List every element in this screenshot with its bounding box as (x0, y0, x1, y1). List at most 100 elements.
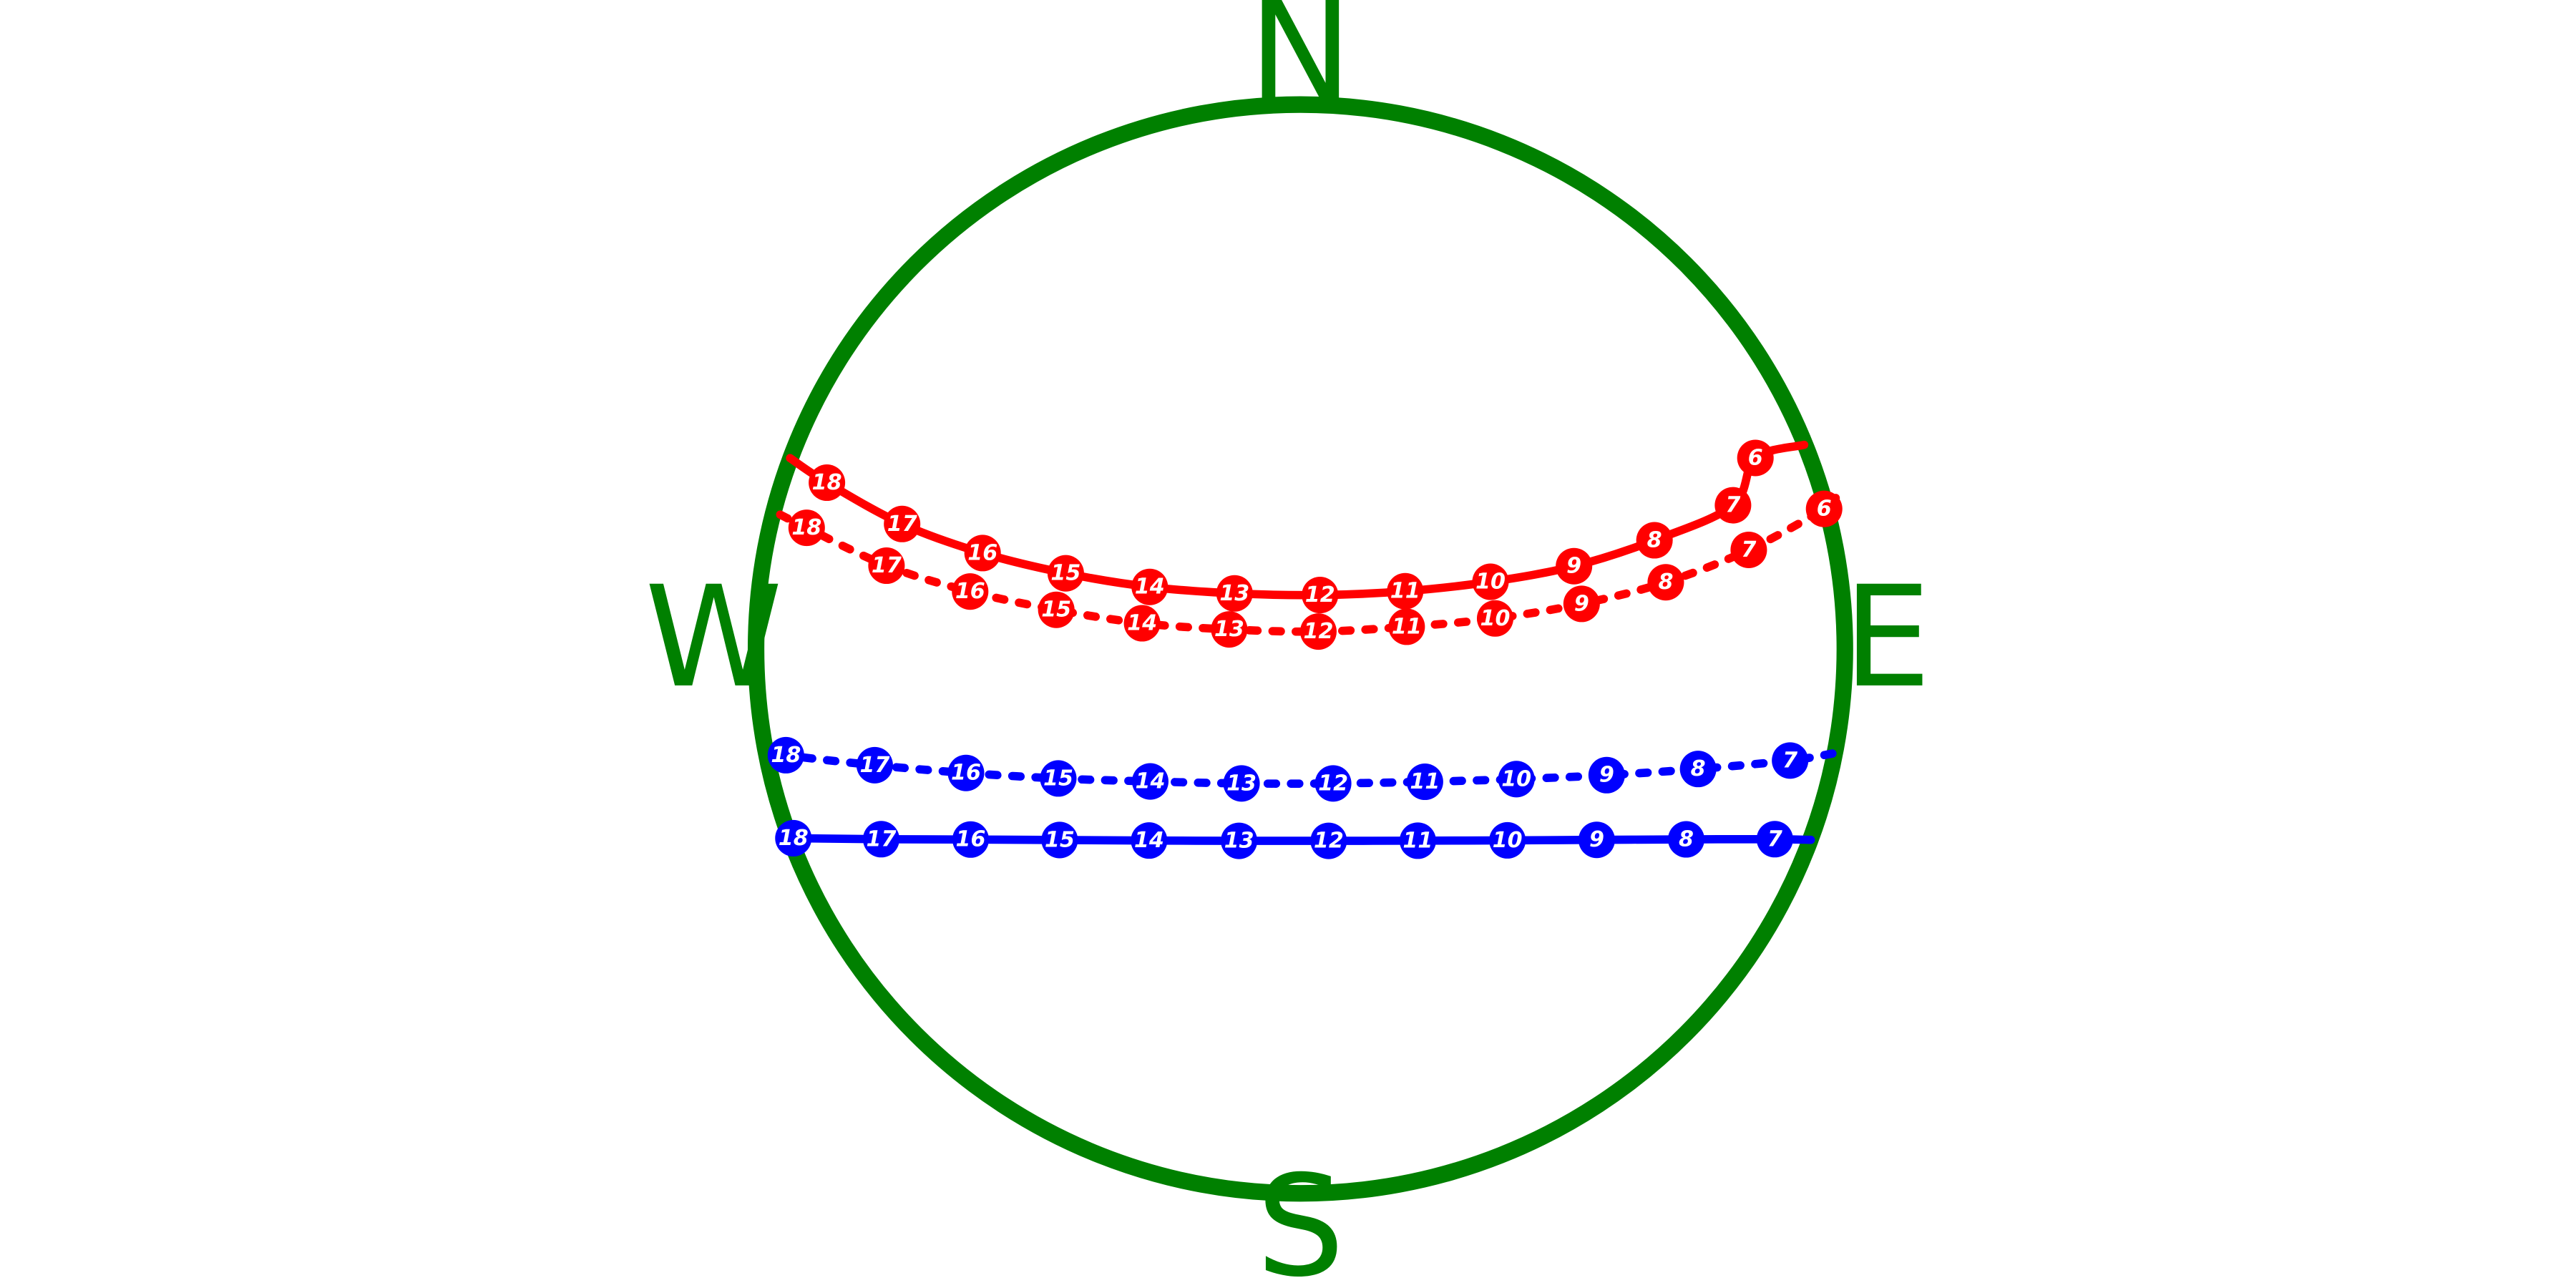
hour-marker-label: 9 (1574, 591, 1589, 616)
hour-marker-label: 18 (791, 515, 821, 540)
hour-marker-label: 17 (872, 553, 902, 578)
hour-marker-dot (856, 746, 893, 784)
hour-marker-dot (809, 464, 846, 502)
hour-marker-blue-solid-9: 9 (1578, 821, 1615, 859)
hour-marker-dot (1667, 821, 1704, 858)
hour-marker-label: 7 (1725, 493, 1740, 518)
sun-paths-layer (764, 440, 1840, 845)
hour-marker-label: 6 (1817, 497, 1832, 522)
hour-marker-label: 13 (1226, 771, 1257, 796)
hour-marker-dot (1556, 547, 1593, 585)
hour-marker-dot (1299, 613, 1337, 650)
hour-marker-dot (1131, 822, 1168, 859)
hour-marker-red-solid-16: 16 (964, 535, 1001, 572)
hour-marker-dot (952, 821, 990, 858)
hour-marker-dot (1314, 765, 1352, 802)
hour-marker-dot (1221, 822, 1258, 859)
hour-marker-dot (1756, 821, 1793, 858)
hour-marker-label: 12 (1318, 771, 1348, 796)
hour-marker-red-solid-18: 18 (809, 464, 846, 502)
hour-marker-dot (947, 754, 985, 791)
hour-marker-label: 10 (1480, 606, 1511, 631)
hour-marker-label: 14 (1127, 611, 1157, 636)
hour-marker-dot (1578, 821, 1615, 859)
hour-marker-label: 9 (1566, 554, 1581, 579)
hour-marker-dot (1714, 487, 1752, 524)
hour-marker-dot (1131, 763, 1169, 800)
hour-marker-dot (1730, 531, 1767, 568)
hour-marker-red-solid-8: 8 (1636, 522, 1673, 559)
hour-marker-blue-solid-13: 13 (1221, 822, 1258, 859)
hour-marker-blue-dotted-16: 16 (947, 754, 985, 791)
hour-marker-label: 16 (951, 761, 981, 786)
compass-south-label: S (1257, 1145, 1345, 1288)
hour-marker-label: 15 (1050, 561, 1080, 586)
hour-marker-dot (1472, 563, 1509, 600)
hour-marker-blue-solid-11: 11 (1399, 822, 1436, 859)
hour-marker-dot (1679, 751, 1717, 788)
hour-marker-dot (1476, 600, 1513, 637)
hour-marker-label: 17 (859, 753, 889, 778)
hour-marker-red-solid-9: 9 (1556, 547, 1593, 585)
hour-marker-label: 13 (1219, 581, 1249, 606)
hour-marker-dot (1498, 761, 1535, 798)
hour-marker-dot (1489, 821, 1526, 859)
hour-marker-red-dotted-6: 6 (1805, 490, 1843, 527)
hour-marker-red-solid-7: 7 (1714, 487, 1752, 524)
hour-marker-label: 12 (1303, 619, 1333, 644)
hour-marker-label: 15 (1045, 827, 1075, 852)
hour-marker-blue-dotted-11: 11 (1406, 763, 1443, 801)
hour-marker-dot (1041, 821, 1078, 859)
hour-marker-label: 13 (1224, 829, 1254, 854)
hour-marker-dot (884, 505, 921, 542)
hour-marker-dot (1399, 822, 1436, 859)
hour-marker-label: 18 (812, 470, 842, 495)
hour-marker-blue-dotted-15: 15 (1040, 760, 1077, 797)
hour-marker-label: 18 (779, 826, 809, 851)
hour-marker-label: 10 (1493, 828, 1523, 853)
hour-marker-blue-solid-14: 14 (1131, 822, 1168, 859)
hour-marker-dot (1388, 608, 1425, 645)
hour-marker-label: 11 (1402, 828, 1433, 853)
hour-marker-label: 9 (1589, 827, 1604, 852)
hour-marker-red-dotted-9: 9 (1563, 585, 1600, 623)
hour-marker-blue-dotted-7: 7 (1772, 742, 1809, 779)
hour-marker-red-dotted-15: 15 (1038, 591, 1075, 628)
hour-marker-label: 17 (866, 826, 896, 852)
hour-marker-label: 16 (955, 579, 985, 604)
hour-marker-label: 6 (1748, 445, 1763, 470)
hour-marker-red-dotted-11: 11 (1388, 608, 1425, 645)
hour-marker-blue-dotted-14: 14 (1131, 763, 1169, 800)
hour-marker-blue-solid-8: 8 (1667, 821, 1704, 858)
hour-marker-dot (952, 573, 989, 610)
hour-marker-dot (1038, 591, 1075, 628)
hour-marker-label: 13 (1214, 617, 1244, 642)
hour-marker-label: 14 (1135, 769, 1165, 794)
hour-marker-dot (868, 547, 905, 585)
hour-marker-label: 11 (1390, 579, 1420, 604)
hour-marker-label: 7 (1767, 826, 1782, 852)
hour-marker-red-solid-15: 15 (1047, 555, 1084, 592)
hour-marker-blue-dotted-18: 18 (767, 736, 804, 774)
hour-marker-red-solid-6: 6 (1737, 439, 1774, 477)
hour-marker-label: 7 (1741, 537, 1756, 562)
hour-marker-red-solid-11: 11 (1387, 572, 1424, 610)
hour-marker-red-solid-12: 12 (1302, 577, 1339, 614)
hour-marker-label: 11 (1392, 614, 1422, 639)
hour-marker-red-solid-17: 17 (884, 505, 921, 542)
hour-marker-label: 15 (1041, 597, 1071, 623)
compass-west-label: W (645, 556, 783, 718)
hour-marker-red-dotted-7: 7 (1730, 531, 1767, 568)
hour-marker-blue-solid-7: 7 (1756, 821, 1793, 858)
hour-marker-blue-dotted-10: 10 (1498, 761, 1535, 798)
hour-marker-label: 12 (1305, 582, 1335, 608)
hour-marker-label: 12 (1314, 829, 1344, 854)
hour-marker-label: 8 (1647, 528, 1662, 553)
hour-marker-label: 10 (1475, 570, 1506, 595)
hour-marker-label: 18 (771, 743, 801, 768)
hour-marker-blue-dotted-12: 12 (1314, 765, 1352, 802)
compass-east-label: E (1843, 556, 1931, 718)
hour-marker-dot (1047, 555, 1084, 592)
hour-marker-dot (1302, 577, 1339, 614)
hour-marker-red-solid-14: 14 (1131, 568, 1169, 605)
